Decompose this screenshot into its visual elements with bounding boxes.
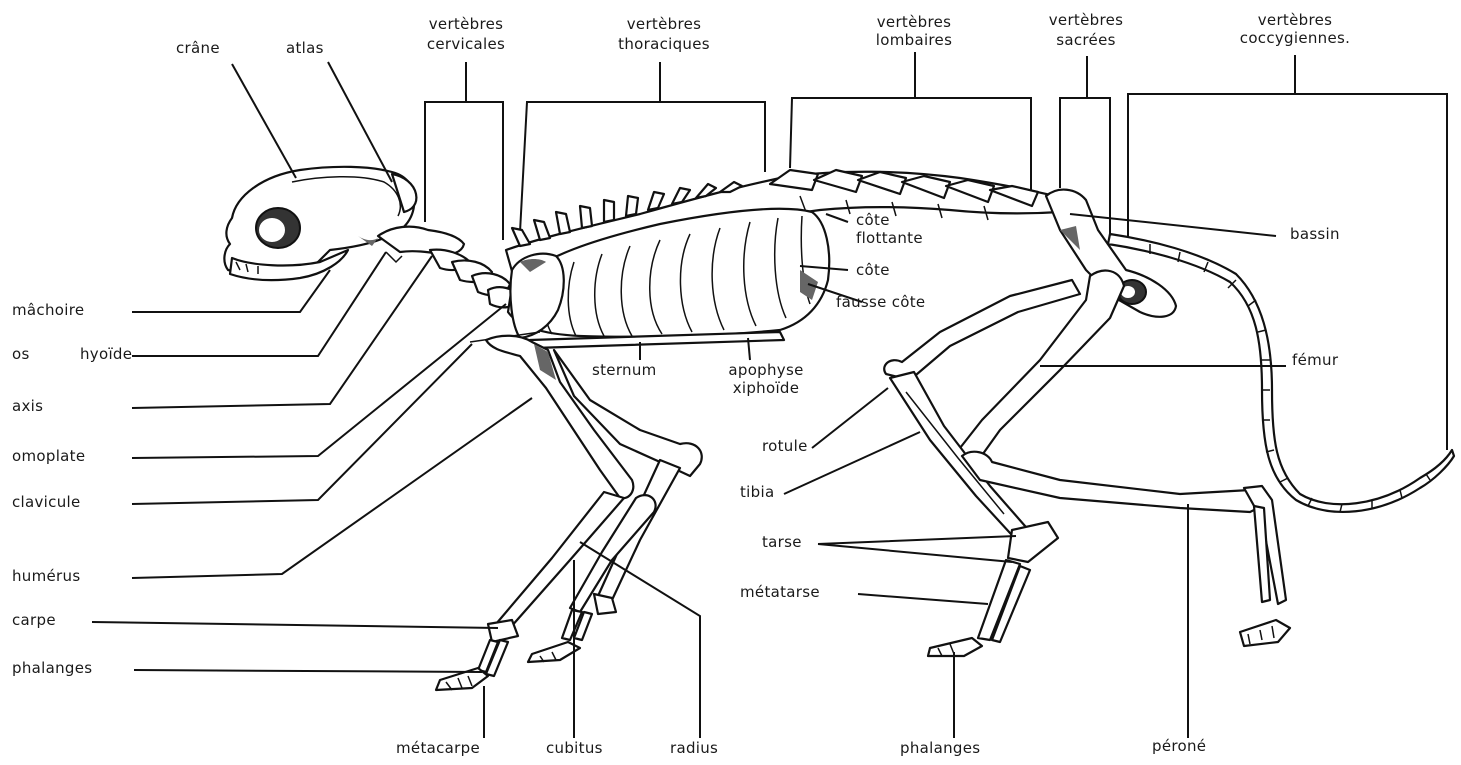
- label-vertebres-lombaires-1: vertèbres: [850, 14, 978, 31]
- label-vertebres-thoraciques-2: thoraciques: [596, 36, 732, 53]
- label-cubitus: cubitus: [546, 740, 603, 757]
- label-os-hyoide-2: hyoïde: [80, 346, 132, 363]
- skull: [224, 167, 416, 280]
- leader-atlas: [328, 62, 392, 182]
- label-metatarse: métatarse: [740, 584, 820, 601]
- label-vertebres-coccygiennes-2: coccygiennes.: [1220, 30, 1370, 47]
- label-sternum: sternum: [592, 362, 657, 379]
- label-perone: péroné: [1152, 738, 1206, 755]
- hind-leg: [884, 271, 1290, 656]
- label-metacarpe: métacarpe: [396, 740, 480, 757]
- label-machoire: mâchoire: [12, 302, 84, 319]
- label-vertebres-lombaires-2: lombaires: [850, 32, 978, 49]
- leader-cote-flottante: [826, 214, 848, 222]
- tail: [1108, 234, 1454, 512]
- label-phalanges-front: phalanges: [12, 660, 92, 677]
- label-humerus: humérus: [12, 568, 80, 585]
- label-clavicule: clavicule: [12, 494, 81, 511]
- bracket-lumbar: [790, 52, 1031, 190]
- label-cote-flottante-2: flottante: [856, 230, 923, 247]
- leader-humerus: [132, 398, 532, 578]
- label-fausse-cote: fausse côte: [836, 294, 925, 311]
- label-tarse: tarse: [762, 534, 802, 551]
- label-cote: côte: [856, 262, 890, 279]
- label-vertebres-cervicales-2: cervicales: [404, 36, 528, 53]
- leader-tarse: [818, 536, 1016, 562]
- label-vertebres-cervicales-1: vertèbres: [404, 16, 528, 33]
- label-phalanges-hind: phalanges: [900, 740, 980, 757]
- label-vertebres-sacrees-2: sacrées: [1026, 32, 1146, 49]
- label-femur: fémur: [1292, 352, 1338, 369]
- cervical-vertebrae: [378, 227, 520, 308]
- leader-clavicule: [132, 344, 472, 504]
- leader-metatarse: [858, 594, 988, 604]
- label-apophyse-2: xiphoïde: [714, 380, 818, 397]
- label-os-hyoide-1: os: [12, 346, 30, 363]
- leader-rotule: [812, 388, 888, 448]
- leader-lines: [92, 62, 1286, 738]
- label-tibia: tibia: [740, 484, 774, 501]
- label-atlas: atlas: [286, 40, 324, 57]
- leader-phalanges-front: [134, 670, 482, 672]
- leader-carpe: [92, 622, 498, 628]
- label-carpe: carpe: [12, 612, 56, 629]
- label-vertebres-sacrees-1: vertèbres: [1026, 12, 1146, 29]
- label-axis: axis: [12, 398, 43, 415]
- bracket-cervical: [425, 62, 503, 240]
- label-apophyse-1: apophyse: [714, 362, 818, 379]
- label-bassin: bassin: [1290, 226, 1340, 243]
- label-rotule: rotule: [762, 438, 808, 455]
- leader-omoplate: [132, 304, 506, 458]
- label-cote-flottante-1: côte: [856, 212, 890, 229]
- label-vertebres-coccygiennes-1: vertèbres: [1220, 12, 1370, 29]
- label-vertebres-thoraciques-1: vertèbres: [596, 16, 732, 33]
- label-radius: radius: [670, 740, 718, 757]
- label-crane: crâne: [176, 40, 220, 57]
- leader-crane: [232, 64, 296, 178]
- front-leg: [436, 336, 702, 690]
- label-omoplate: omoplate: [12, 448, 85, 465]
